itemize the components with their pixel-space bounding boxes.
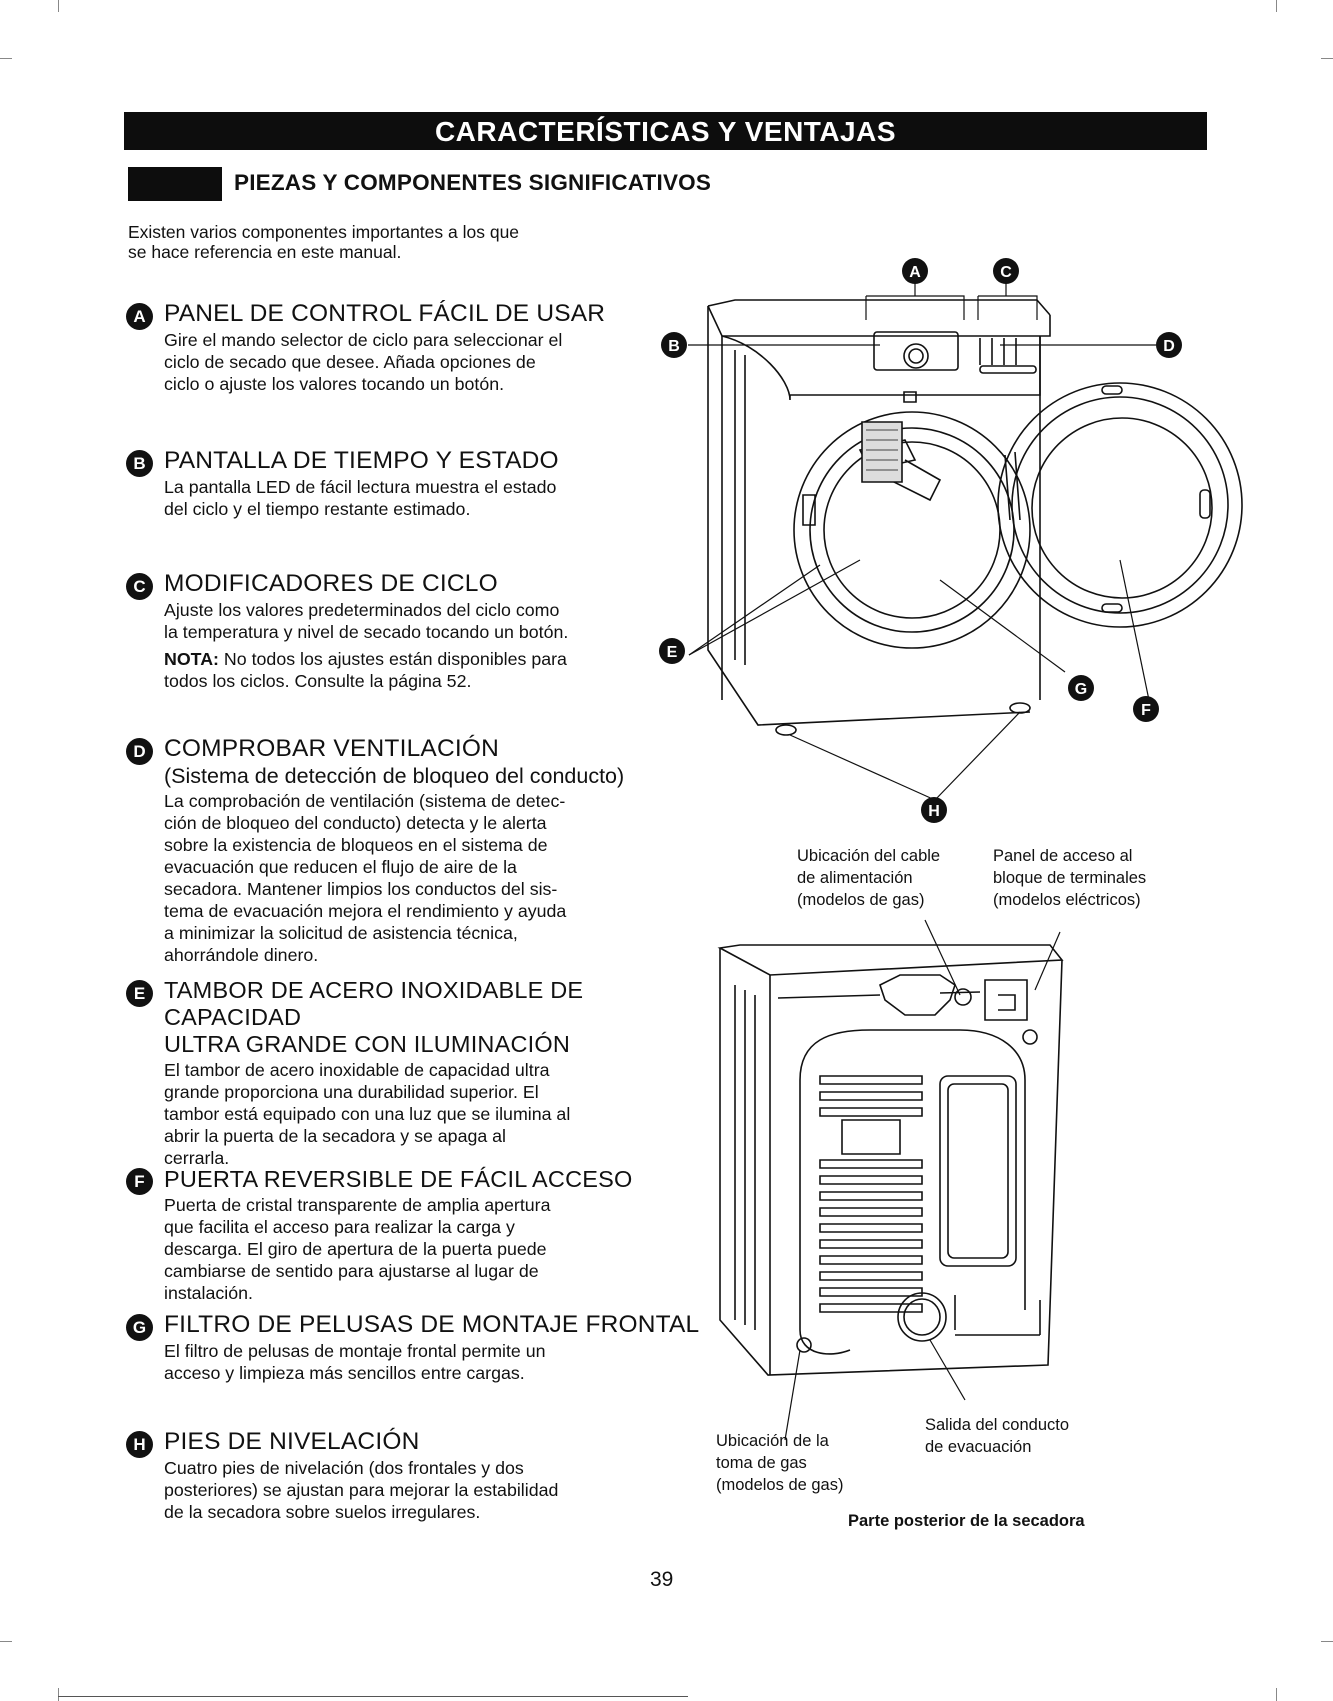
callout-e-letter: E [667,644,678,661]
note-label: NOTA: [164,649,219,669]
caption-terminal-panel: Panel de acceso al bloque de terminales … [993,847,1147,909]
crop-mark-right-top [1321,58,1333,59]
feature-a: A PANEL DE CONTROL FÁCIL DE USAR Gire el… [126,300,686,395]
callout-h: H [921,797,947,823]
section-title: PIEZAS Y COMPONENTES SIGNIFICATIVOS [234,170,712,195]
callout-b: B [661,332,687,358]
callout-a: A [902,258,928,284]
caption-gas-inlet: Ubicación de la toma de gas (modelos de … [716,1432,844,1494]
feature-a-title: PANEL DE CONTROL FÁCIL DE USAR [164,300,606,327]
feature-g: G FILTRO DE PELUSAS DE MONTAJE FRONTAL E… [126,1311,726,1384]
caption-power-cord: Ubicación del cable de alimentación (mod… [797,847,941,909]
feature-h: H PIES DE NIVELACIÓN Cuatro pies de nive… [126,1428,686,1523]
feature-f-title: PUERTA REVERSIBLE DE FÁCIL ACCESO [164,1166,633,1192]
rear-view-title: Parte posterior de la secadora [848,1512,1085,1530]
feature-d-title: COMPROBAR VENTILACIÓN [164,735,499,762]
feature-d: D COMPROBAR VENTILACIÓN (Sistema de dete… [126,735,686,966]
crop-mark-left-top [0,58,12,59]
feature-b-body: La pantalla LED de fácil lectura muestra… [164,477,557,519]
feature-d-body: La comprobación de ventilación (sistema … [164,791,567,965]
feature-g-body: El filtro de pelusas de montaje frontal … [164,1341,546,1383]
callout-lines [688,283,1156,800]
intro-text: Existen varios componentes importantes a… [128,222,520,262]
feature-e-body: El tambor de acero inoxidable de capacid… [164,1060,571,1168]
crop-mark-bottom-left [58,1688,59,1701]
feature-d-subtitle: (Sistema de detección de bloqueo del con… [164,764,625,788]
feature-c-note: NOTA: No todos los ajustes están disponi… [164,648,686,692]
crop-mark-left-bottom [0,1641,12,1642]
callout-d: D [1156,332,1182,358]
feature-e-title: TAMBOR DE ACERO INOXIDABLE DE CAPACIDAD … [164,977,584,1057]
caption-exhaust-outlet: Salida del conducto de evacuación [925,1416,1070,1456]
feature-f-body: Puerta de cristal transparente de amplia… [164,1195,551,1303]
crop-mark-right-bottom [1321,1641,1333,1642]
front-dryer-drawing [708,300,1242,735]
callout-c: C [993,258,1019,284]
crop-mark-top-left [58,0,59,12]
callout-c-letter: C [1000,264,1012,281]
bottom-rule [58,1696,688,1697]
callout-b-letter: B [668,338,680,355]
feature-h-title: PIES DE NIVELACIÓN [164,1428,420,1455]
crop-mark-bottom-right [1276,1688,1277,1701]
feature-c-title: MODIFICADORES DE CICLO [164,570,498,597]
feature-g-title: FILTRO DE PELUSAS DE MONTAJE FRONTAL [164,1311,700,1338]
feature-b: B PANTALLA DE TIEMPO Y ESTADO La pantall… [126,447,686,520]
page-number: 39 [650,1568,674,1591]
callout-f: F [1133,696,1159,722]
feature-b-title: PANTALLA DE TIEMPO Y ESTADO [164,447,559,474]
feature-e: E TAMBOR DE ACERO INOXIDABLE DE CAPACIDA… [126,977,686,1169]
feature-c-body: Ajuste los valores predeterminados del c… [164,600,569,642]
badge-h: H [126,1431,153,1458]
badge-d: D [126,738,153,765]
page-banner-title: CARACTERÍSTICAS Y VENTAJAS [124,112,1207,150]
crop-mark-top-right [1276,0,1277,12]
badge-a: A [126,303,153,330]
badge-g: G [126,1314,153,1341]
badge-f: F [126,1168,153,1195]
rear-callout-lines [785,920,1060,1440]
callout-g: G [1068,675,1094,701]
badge-c: C [126,573,153,600]
note-text: No todos los ajustes están disponibles p… [164,649,567,691]
rear-dryer-drawing [720,945,1062,1375]
section-marker-block [128,167,222,201]
badge-e: E [126,980,153,1007]
callout-badges: A B C D E F G H [659,258,1182,823]
callout-d-letter: D [1163,338,1175,355]
feature-a-body: Gire el mando selector de ciclo para sel… [164,330,563,394]
callout-g-letter: G [1075,681,1087,698]
callout-f-letter: F [1141,702,1151,719]
feature-h-body: Cuatro pies de nivelación (dos frontales… [164,1458,559,1522]
feature-c: C MODIFICADORES DE CICLO Ajuste los valo… [126,570,686,692]
callout-e: E [659,638,685,664]
badge-b: B [126,450,153,477]
feature-f: F PUERTA REVERSIBLE DE FÁCIL ACCESO Puer… [126,1165,686,1304]
callout-a-letter: A [909,264,921,281]
callout-h-letter: H [928,803,940,820]
